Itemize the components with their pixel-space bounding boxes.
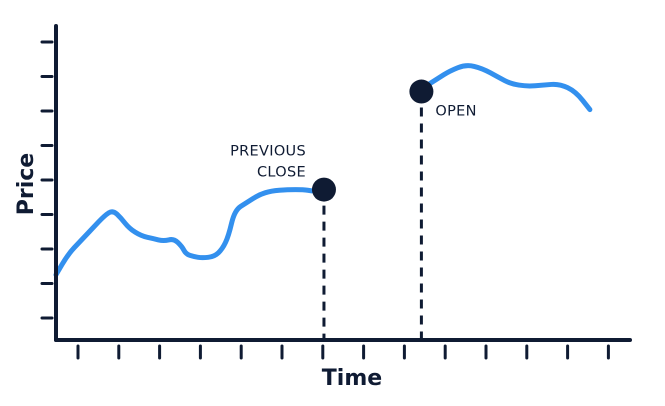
series-line-after bbox=[422, 63, 593, 113]
open-label: OPEN bbox=[435, 104, 476, 120]
event-markers bbox=[311, 79, 434, 202]
y-axis-title: Price bbox=[14, 153, 39, 215]
axis-ticks bbox=[40, 40, 610, 360]
previous-close-label: PREVIOUS bbox=[230, 144, 306, 160]
previous-close-label: CLOSE bbox=[257, 165, 306, 181]
guide-lines bbox=[322, 91, 423, 338]
axes bbox=[54, 24, 632, 342]
annotations: PREVIOUS CLOSE OPEN bbox=[230, 104, 476, 181]
open-marker bbox=[409, 79, 434, 104]
series-line-before bbox=[53, 187, 315, 278]
x-axis-title: Time bbox=[322, 366, 382, 391]
previous-close-marker bbox=[311, 177, 336, 202]
price-series bbox=[53, 63, 593, 278]
